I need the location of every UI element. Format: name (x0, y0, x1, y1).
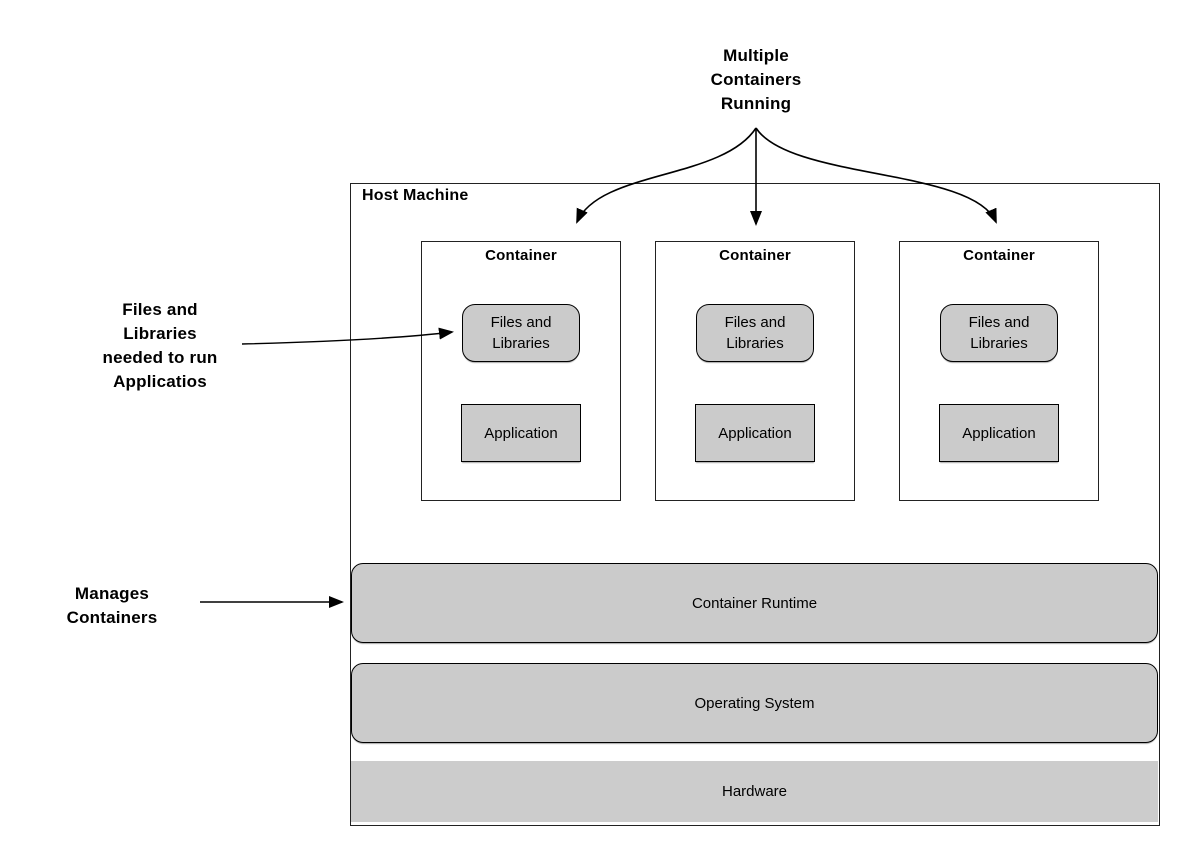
operating-system-layer: Operating System (351, 663, 1158, 743)
host-machine-title: Host Machine (362, 187, 469, 204)
container-runtime-layer: Container Runtime (351, 563, 1158, 643)
files-box-line1: Files and (724, 314, 786, 331)
application-label: Application (718, 424, 792, 442)
files-libraries-annotation: Files and Libraries needed to run Applic… (40, 298, 280, 394)
multiple-containers-label: Multiple Containers Running (660, 44, 852, 116)
manages-annotation-line2: Containers (66, 608, 158, 627)
files-box-line1: Files and (490, 314, 552, 331)
application-label: Application (484, 424, 558, 442)
files-libraries-box: Files and Libraries (696, 304, 814, 362)
files-annotation-line3: needed to run (102, 348, 218, 367)
hardware-label: Hardware (721, 783, 788, 800)
multiple-containers-label-line1: Multiple (723, 46, 789, 65)
multiple-containers-label-line3: Running (720, 94, 792, 113)
container-title: Container (485, 247, 557, 264)
container-box-2: Container Files and Libraries Applicatio… (655, 241, 855, 501)
container-box-3: Container Files and Libraries Applicatio… (899, 241, 1099, 501)
hardware-layer: Hardware (351, 761, 1158, 822)
container-box-1: Container Files and Libraries Applicatio… (421, 241, 621, 501)
application-label: Application (962, 424, 1036, 442)
files-libraries-box: Files and Libraries (462, 304, 580, 362)
application-box: Application (461, 404, 581, 462)
files-box-line2: Libraries (970, 335, 1028, 352)
application-box: Application (939, 404, 1059, 462)
container-title: Container (963, 247, 1035, 264)
multiple-containers-label-line2: Containers (710, 70, 802, 89)
container-runtime-label: Container Runtime (691, 594, 818, 612)
manages-containers-annotation: Manages Containers (12, 582, 212, 630)
files-libraries-box: Files and Libraries (940, 304, 1058, 362)
operating-system-label: Operating System (694, 694, 815, 712)
files-annotation-line4: Applicatios (113, 372, 207, 391)
container-title: Container (719, 247, 791, 264)
manages-annotation-line1: Manages (74, 584, 150, 603)
application-box: Application (695, 404, 815, 462)
files-box-line1: Files and (968, 314, 1030, 331)
files-box-line2: Libraries (492, 335, 550, 352)
files-box-line2: Libraries (726, 335, 784, 352)
files-annotation-line1: Files and (122, 300, 198, 319)
files-annotation-line2: Libraries (123, 324, 197, 343)
